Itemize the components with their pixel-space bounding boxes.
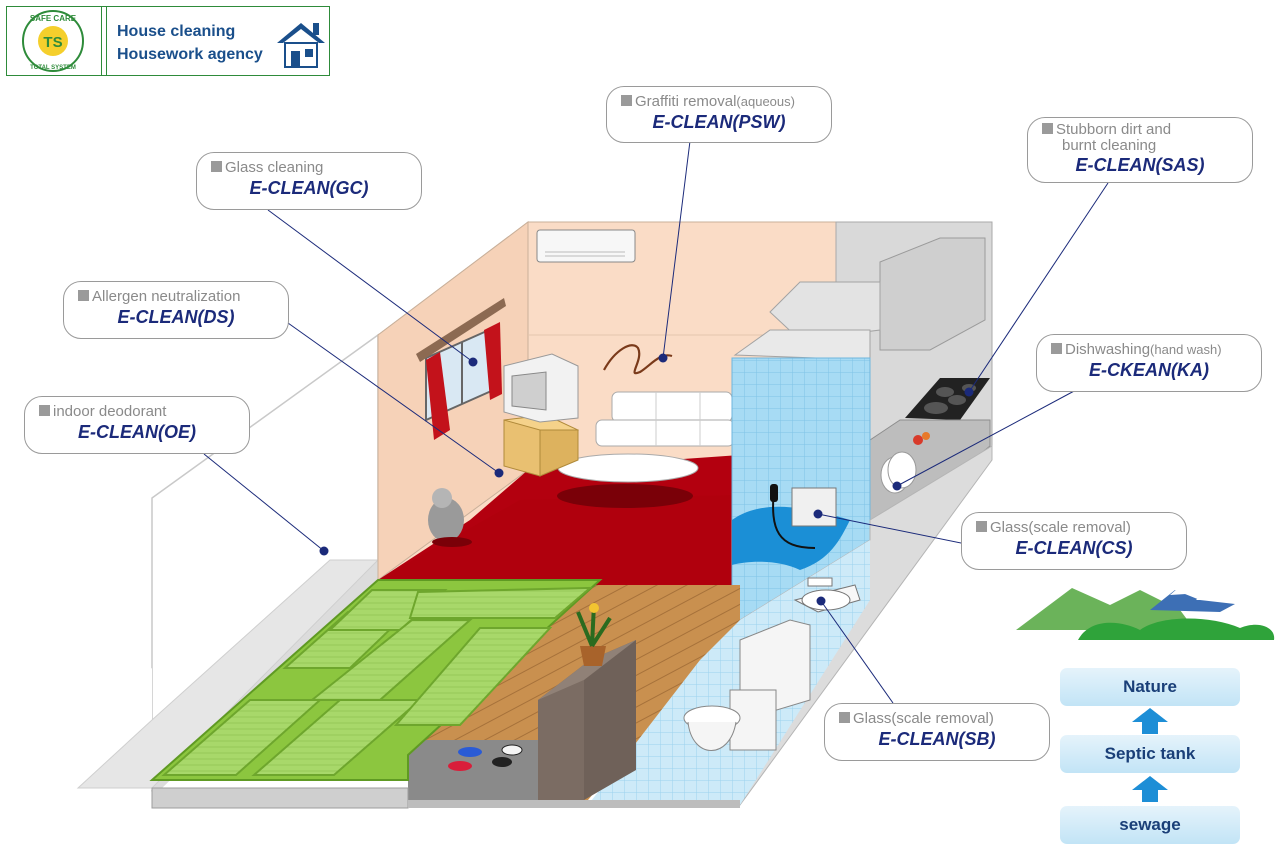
flow-step-septic-tank: Septic tank — [1060, 735, 1240, 773]
callout-glass-cleaning: Glass cleaning E-CLEAN(GC) — [196, 152, 422, 210]
product-name: E-CKEAN(KA) — [1089, 360, 1209, 380]
logo-divider — [106, 7, 107, 75]
grey-walkway — [76, 559, 380, 789]
floor-base — [151, 787, 409, 809]
callout-title: Graffiti removal(aqueous) — [621, 93, 817, 111]
logo-line-2: Housework agency — [117, 46, 263, 63]
flow-step-nature: Nature — [1060, 668, 1240, 706]
toilet — [683, 689, 777, 751]
svg-text:TOTAL SYSTEM: TOTAL SYSTEM — [30, 65, 76, 71]
callout-title-line2: burnt cleaning — [1062, 137, 1157, 154]
washbasin — [793, 577, 861, 613]
product-name: E-CLEAN(OE) — [78, 422, 196, 442]
svg-text:SAFE CARE: SAFE CARE — [30, 14, 77, 23]
entrance-floor — [408, 740, 540, 800]
callout-indoor-deodorant: indoor deodorant E-CLEAN(OE) — [24, 396, 250, 454]
callout-graffiti-removal: Graffiti removal(aqueous) E-CLEAN(PSW) — [606, 86, 832, 143]
shower-panel — [791, 487, 837, 527]
product-name: E-CLEAN(PSW) — [652, 112, 786, 132]
leader-dots — [319, 353, 974, 606]
seal-emblem: TS SAFE CARE TOTAL SYSTEM — [7, 7, 102, 75]
callout-title: Stubborn dirt and — [1042, 122, 1238, 138]
dog — [428, 488, 472, 547]
range-hood — [879, 237, 986, 351]
callout-title: indoor deodorant — [39, 403, 235, 421]
up-arrow-icon — [1132, 776, 1168, 802]
up-arrow-icon — [1132, 708, 1168, 734]
callout-allergen-neutralization: Allergen neutralization E-CLEAN(DS) — [63, 281, 289, 339]
callout-glass-scale-removal-cs: Glass(scale removal) E-CLEAN(CS) — [961, 512, 1187, 570]
sofa — [595, 391, 735, 447]
bathroom-floor — [588, 540, 870, 805]
house-icon — [277, 23, 325, 68]
product-name: E-CLEAN(CS) — [1015, 538, 1133, 558]
product-name: E-CLEAN(DS) — [117, 307, 235, 327]
flow-step-sewage: sewage — [1060, 806, 1240, 844]
callout-dishwashing: Dishwashing(hand wash) E-CKEAN(KA) — [1036, 334, 1262, 392]
logo-line-1: House cleaning — [117, 23, 236, 40]
callout-title: Glass(scale removal) — [839, 710, 1035, 728]
callout-title: Allergen neutralization — [78, 288, 274, 306]
product-name: E-CLEAN(SAS) — [1075, 155, 1205, 175]
callout-title: Dishwashing(hand wash) — [1051, 341, 1247, 359]
shoes — [448, 744, 523, 771]
air-conditioner — [536, 229, 636, 263]
callout-stubborn-dirt: Stubborn dirt and burnt cleaning E-CLEAN… — [1027, 117, 1253, 183]
callout-title: Glass(scale removal) — [976, 519, 1172, 537]
callout-title: Glass cleaning — [211, 159, 407, 177]
mountains-illustration — [1016, 588, 1275, 640]
potted-plant — [576, 603, 612, 666]
round-table — [557, 453, 699, 483]
callout-glass-scale-removal-sb: Glass(scale removal) E-CLEAN(SB) — [824, 703, 1050, 761]
product-name: E-CLEAN(GC) — [249, 178, 369, 198]
company-logo: TS SAFE CARE TOTAL SYSTEM House cleaning… — [6, 6, 330, 76]
product-name: E-CLEAN(SB) — [878, 729, 996, 749]
graffiti-squiggle — [603, 344, 673, 375]
window-with-curtains — [416, 298, 506, 440]
svg-text:TS: TS — [43, 34, 62, 51]
